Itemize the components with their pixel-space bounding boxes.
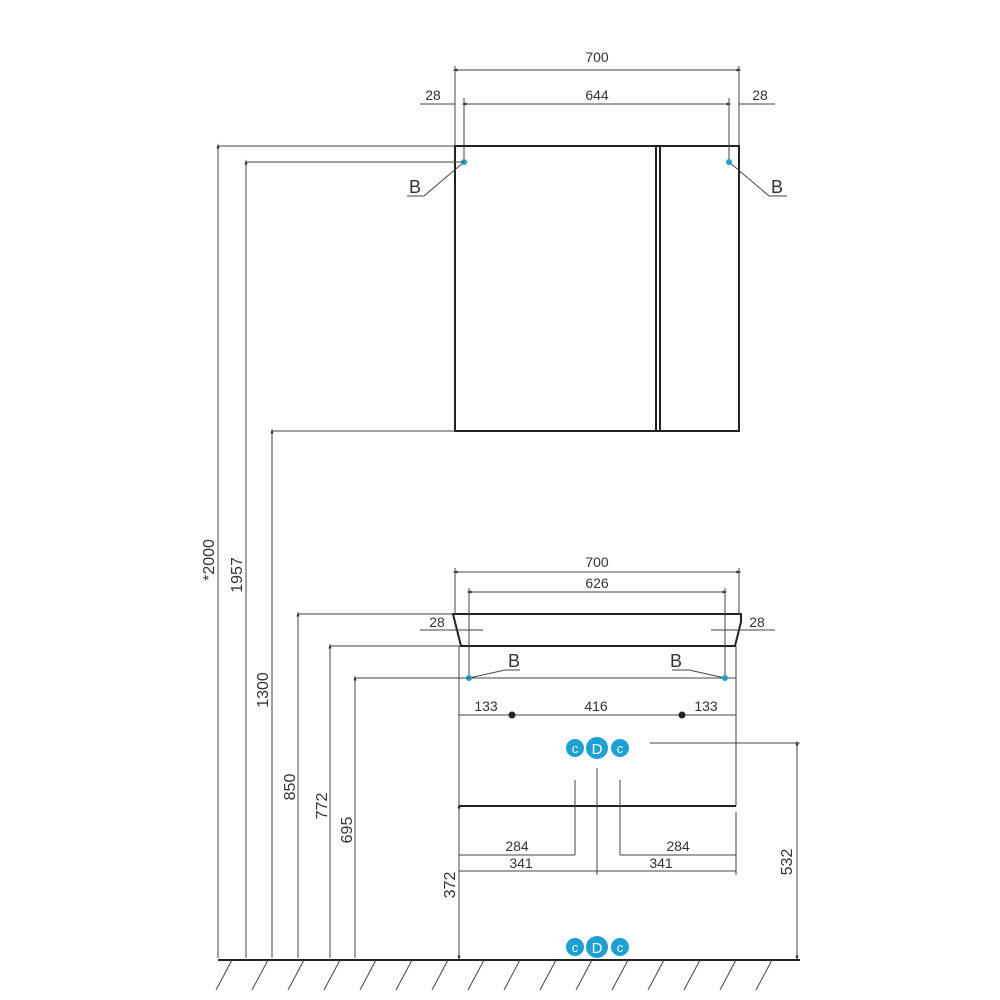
mirror-mount-left: B	[407, 159, 467, 197]
mirror-mount-right-label: B	[771, 177, 783, 197]
mirror-outline	[454, 145, 740, 432]
vanity-right-offset-text: 28	[749, 614, 765, 630]
mount-point-icon	[722, 675, 728, 681]
vanity-mount-right: B	[670, 651, 728, 681]
basin-top	[451, 613, 742, 647]
utility-symbol-lower: c D c	[566, 936, 629, 958]
floor-hatch	[215, 959, 800, 991]
left-inner-text: 284	[505, 838, 529, 854]
mirror-mount-left-label: B	[409, 177, 421, 197]
vanity-mount-right-label: B	[670, 651, 682, 671]
vanity-inner-dimension: 626	[466, 575, 728, 678]
mirror-cabinet	[454, 145, 740, 432]
vanity-width-dimension: 700	[452, 554, 742, 614]
vanity-unit	[451, 613, 742, 807]
hot-water-label: c	[617, 940, 624, 955]
height-dimensions: *2000 1957 1300 850 772 695 372	[201, 143, 469, 961]
mirror-bottom-height-text: 1300	[255, 672, 272, 708]
right-edge-text: 133	[694, 698, 718, 714]
mirror-inner-text: 644	[585, 87, 609, 103]
cold-water-label: c	[572, 940, 579, 955]
hot-water-label: c	[617, 741, 624, 756]
left-edge-text: 133	[474, 698, 498, 714]
mirror-width-text: 700	[585, 49, 609, 65]
mount-point-icon	[726, 159, 732, 165]
vanity-inner-text: 626	[585, 575, 609, 591]
left-outer-text: 341	[509, 855, 533, 871]
vanity-underside-height-text: 772	[314, 793, 331, 820]
hole-marker-icon	[508, 711, 516, 719]
vanity-offset-dimensions: 28 28	[420, 614, 775, 631]
drain-label: D	[592, 940, 603, 957]
mirror-inner-dimension: 644 28 28	[420, 87, 775, 162]
drain-label: D	[592, 741, 603, 758]
mirror-top-height-text: 1957	[229, 557, 246, 593]
mirror-width-dimension: 700	[452, 49, 742, 146]
vanity-mount-left: B	[466, 651, 520, 681]
total-height-text: *2000	[201, 539, 218, 581]
mirror-mount-right: B	[726, 159, 787, 197]
mirror-right-offset-text: 28	[752, 87, 768, 103]
utility-symbol-upper: c D c	[566, 737, 629, 759]
mirror-left-offset-text: 28	[425, 87, 441, 103]
center-span-text: 416	[584, 698, 608, 714]
cold-water-label: c	[572, 741, 579, 756]
hole-marker-icon	[678, 711, 686, 719]
vanity-left-offset-text: 28	[429, 614, 445, 630]
right-outer-text: 341	[649, 855, 673, 871]
connections-height-text: 532	[779, 849, 796, 876]
hole-spacing-dimension: 133 416 133	[459, 698, 736, 719]
connections-height-dimension: 532	[650, 740, 800, 961]
vanity-width-text: 700	[585, 554, 609, 570]
cabinet-bottom-height-text: 372	[442, 872, 459, 899]
mount-height-text: 695	[339, 817, 356, 844]
right-inner-text: 284	[666, 838, 690, 854]
vanity-top-height-text: 850	[282, 774, 299, 801]
vanity-mount-left-label: B	[508, 651, 520, 671]
